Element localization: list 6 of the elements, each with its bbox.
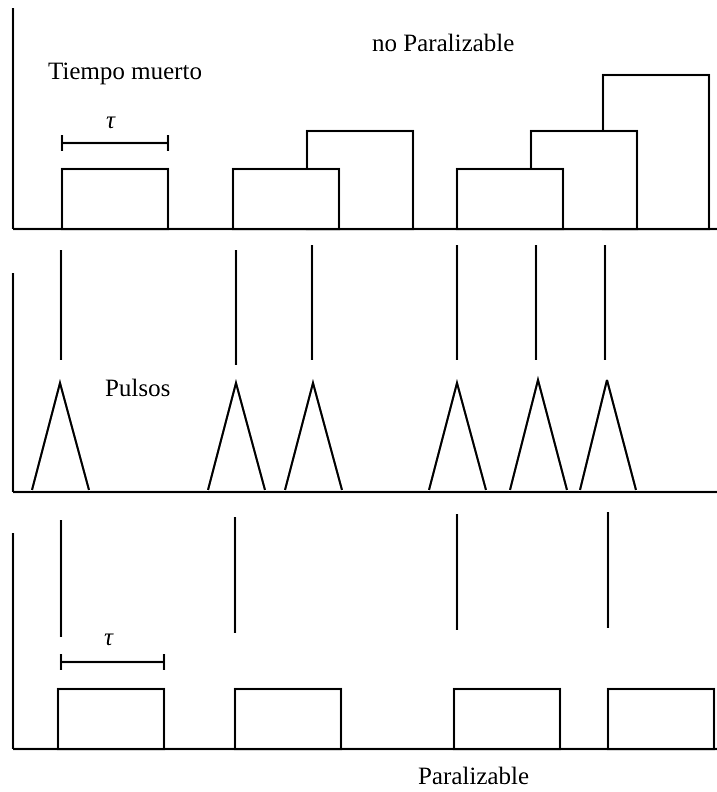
tau-symbol: τ [104,625,113,650]
panel-title: no Paralizable [372,31,514,56]
tau-symbol: τ [106,108,115,133]
panel-label: Tiempo muerto [48,59,202,84]
panel-title: Paralizable [418,764,530,789]
panel-label: Pulsos [105,376,170,401]
